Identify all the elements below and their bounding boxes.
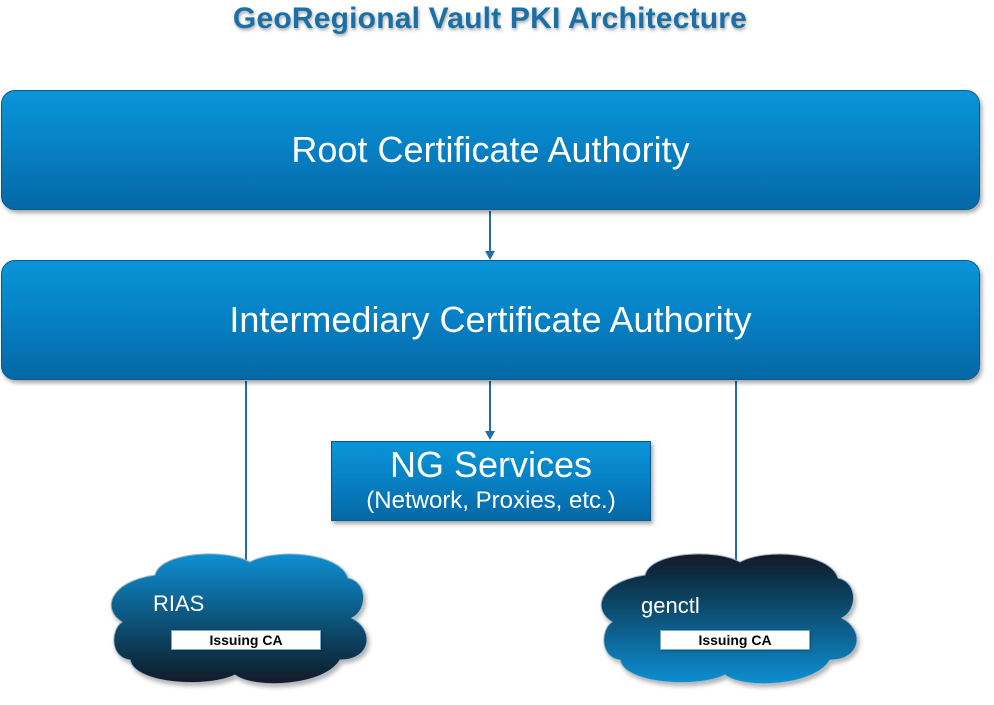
rias-cloud-shape [110, 553, 368, 685]
diagram-title: GeoRegional Vault PKI Architecture [232, 2, 748, 35]
ng-services-title: NG Services [389, 444, 593, 485]
rias-cloud-label: RIAS [153, 591, 205, 616]
intermediary-ca-label: Intermediary Certificate Authority [229, 299, 752, 340]
intermediary-certificate-authority: Intermediary Certificate Authority [1, 260, 980, 380]
root-certificate-authority: Root Certificate Authority [1, 90, 980, 210]
genctl-issuing-ca-badge: Issuing CA [660, 630, 810, 650]
intermediary-to-services-arrow [485, 381, 495, 440]
ng-services-box: NG Services (Network, Proxies, etc.) [331, 441, 651, 521]
genctl-cloud-shape [600, 553, 858, 685]
root-ca-label: Root Certificate Authority [291, 129, 690, 170]
genctl-cloud-label: genctl [641, 593, 700, 618]
root-to-intermediary-arrow [485, 211, 495, 260]
ng-services-subtitle: (Network, Proxies, etc.) [366, 487, 616, 514]
rias-issuing-ca-badge: Issuing CA [171, 630, 321, 650]
